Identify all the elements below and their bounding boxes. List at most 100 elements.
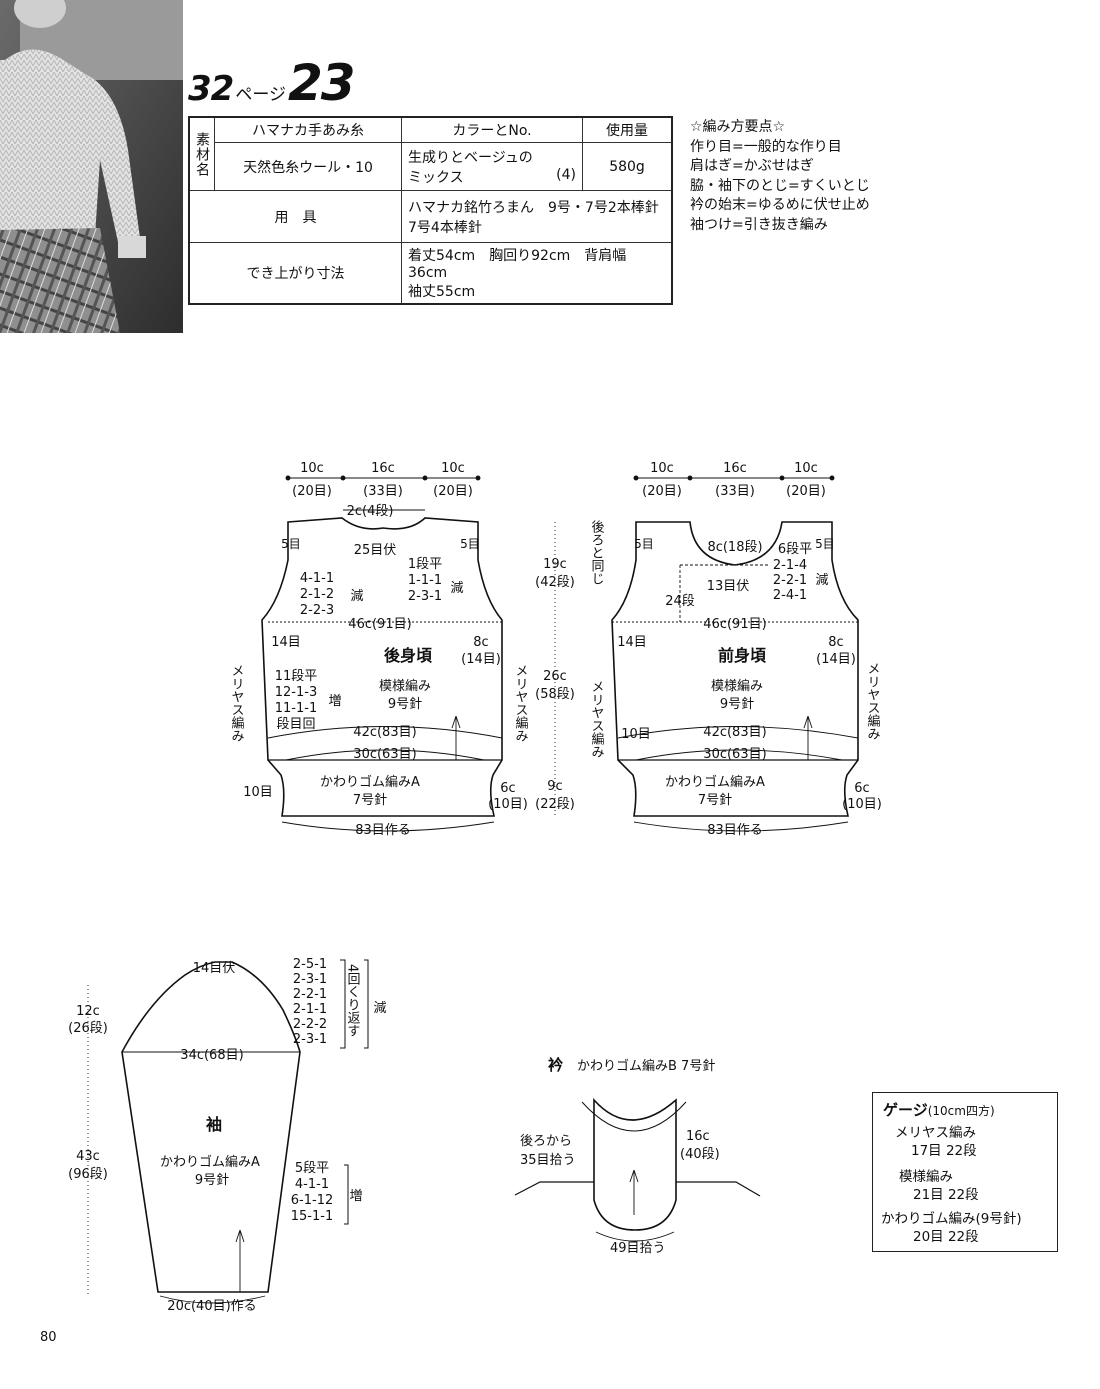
sleeve-inc3: 6-1-12 — [291, 1193, 333, 1208]
same-as-back: 後ろと同じ — [589, 520, 605, 585]
pattern-number: 23 — [288, 54, 356, 112]
sleeve-cap6: 2-3-1 — [293, 1032, 327, 1047]
front-w1: 10c — [650, 461, 674, 476]
h9: 9c — [547, 779, 562, 794]
sleeve-inc-label: 増 — [349, 1189, 362, 1204]
sleeve-inc1: 5段平 — [295, 1161, 329, 1176]
front-neck: 8c(18段) — [707, 540, 762, 555]
gauge-unit: (10cm四方) — [927, 1104, 995, 1118]
front-arm-depth-s: (14目) — [816, 652, 856, 667]
back-arm-dec1: 4-1-1 — [300, 571, 334, 586]
front-title: 前身頃 — [718, 646, 767, 665]
gauge-title-text: ゲージ — [883, 1101, 928, 1119]
sleeve-needle: 9号針 — [195, 1173, 229, 1188]
front-rib-right: 6c — [854, 781, 869, 796]
h9s: (22段) — [535, 797, 575, 812]
gauge-l1v: 17目 22段 — [911, 1143, 977, 1159]
note-item: 脇・袖下のとじ=すくいとじ — [690, 177, 870, 194]
front-w3s: (20目) — [786, 484, 826, 499]
front-rows24: 24段 — [665, 594, 695, 609]
front-w2: 16c — [723, 461, 747, 476]
sleeve-cap4: 2-1-1 — [293, 1002, 327, 1017]
front-cast: 83目作る — [707, 823, 763, 838]
back-side-stitch: メリヤス編み メリヤス編み — [229, 664, 529, 742]
page-folio: 80 — [40, 1330, 57, 1345]
front-chest: 46c(91目) — [703, 617, 766, 632]
front-d1: 2-1-4 — [773, 558, 807, 573]
front-arm-rows: 14目 — [617, 635, 647, 650]
size-line2: 袖丈55cm — [408, 284, 476, 300]
front-w42: 42c(83目) — [703, 725, 766, 740]
size-label: でき上がり寸法 — [188, 242, 402, 305]
h19: 19c — [543, 557, 567, 572]
sleeve-h43: 43c — [76, 1149, 100, 1164]
h26s: (58段) — [535, 687, 575, 702]
note-item: 肩はぎ=かぶせはぎ — [690, 158, 814, 174]
collar-h16: 16c — [686, 1129, 710, 1144]
collar-pick-back2: 35目拾う — [520, 1153, 576, 1168]
collar-pick-front: 49目拾う — [610, 1241, 666, 1256]
front-side-stitch-l: メリヤス編み — [589, 680, 605, 758]
front-bind: 13目伏 — [707, 579, 750, 594]
sleeve-cap3: 2-2-1 — [293, 987, 327, 1002]
front-pattern: 模様編み — [711, 678, 763, 694]
yarn-amount: 580g — [582, 142, 673, 191]
back-neck-drop: 2c(4段) — [347, 504, 394, 519]
collar-title: 衿 — [548, 1056, 563, 1074]
gauge-l2: 模様編み — [899, 1169, 953, 1185]
gauge-l1: メリヤス編み — [895, 1125, 976, 1141]
page-label: ページ — [235, 85, 286, 105]
back-shoulder-rows-r: 5目 — [460, 537, 480, 551]
sleeve-h12: 12c — [76, 1004, 100, 1019]
back-rib-right: 6c — [500, 781, 515, 796]
yarn-name: 天然色糸ウール・10 — [214, 142, 402, 191]
h19s: (42段) — [535, 575, 575, 590]
gauge-l3: かわりゴム編み(9号針) — [881, 1211, 1022, 1227]
col-color-header: カラーとNo. — [401, 116, 583, 143]
gauge-title: ゲージ(10cm四方) — [883, 1099, 995, 1120]
back-inc4: 段目回 — [276, 717, 315, 732]
sleeve-top-bind: 14目伏 — [193, 961, 236, 976]
back-rib-needle: 7号針 — [353, 793, 387, 808]
front-d2: 2-2-1 — [773, 573, 807, 588]
color-number: (4) — [556, 166, 576, 183]
collar-outline — [593, 1097, 677, 1231]
color-line2: ミックス — [408, 169, 464, 186]
gauge-box: ゲージ(10cm四方) メリヤス編み 17目 22段 模様編み 21目 22段 … — [872, 1092, 1058, 1252]
sleeve-cap2: 2-3-1 — [293, 972, 327, 987]
sleeve-outline — [121, 961, 301, 1293]
front-w1s: (20目) — [642, 484, 682, 499]
sleeve-repeat: 4回くり返す — [345, 964, 361, 1038]
back-arm-dec2: 2-1-2 — [300, 587, 334, 602]
back-bind: 25目伏 — [354, 543, 397, 558]
collar-h16s: (40段) — [680, 1147, 720, 1162]
back-inc2: 12-1-3 — [275, 685, 317, 700]
materials-table: 素材名 ハマナカ手あみ糸 カラーとNo. 使用量 天然色糸ウール・10 生成りと… — [188, 116, 673, 305]
size-line1: 着丈54cm 胸回り92cm 背肩幅36cm — [408, 248, 627, 281]
sleeve-width: 34c(68目) — [180, 1048, 243, 1063]
back-w30: 30c(63目) — [353, 747, 416, 762]
page-number: 32 — [188, 69, 234, 109]
sleeve-h12s: (26段) — [68, 1021, 108, 1036]
front-needle: 9号針 — [720, 697, 754, 712]
note-item: 衿の始末=ゆるめに伏せ止め — [690, 197, 870, 213]
back-arm-dec-label: 減 — [350, 588, 363, 604]
color-cell: 生成りとベージュの ミックス (4) — [401, 142, 583, 191]
sleeve-h43s: (96段) — [68, 1167, 108, 1182]
back-inc1: 11段平 — [275, 669, 318, 684]
back-rib-right-s: (10目) — [488, 797, 528, 812]
note-item: 袖つけ=引き抜き編み — [690, 216, 828, 233]
back-rib: かわりゴム編みA — [320, 774, 420, 790]
note-item: 作り目=一般的な作り目 — [690, 138, 842, 155]
back-shoulder-rows-l: 5目 — [281, 537, 301, 551]
color-line1: 生成りとベージュの — [408, 149, 533, 166]
back-needle: 9号針 — [388, 697, 422, 712]
back-arm-dec3: 2-2-3 — [300, 603, 334, 618]
back-inc-label: 増 — [328, 694, 341, 709]
back-side-stitch-r: メリヤス編み — [513, 664, 529, 742]
front-rib: かわりゴム編みA — [665, 774, 765, 790]
sleeve-cast: 20c(40目)作る — [167, 1299, 256, 1314]
tools-label: 用 具 — [188, 190, 402, 243]
back-neck-dec2: 2-3-1 — [408, 589, 442, 604]
